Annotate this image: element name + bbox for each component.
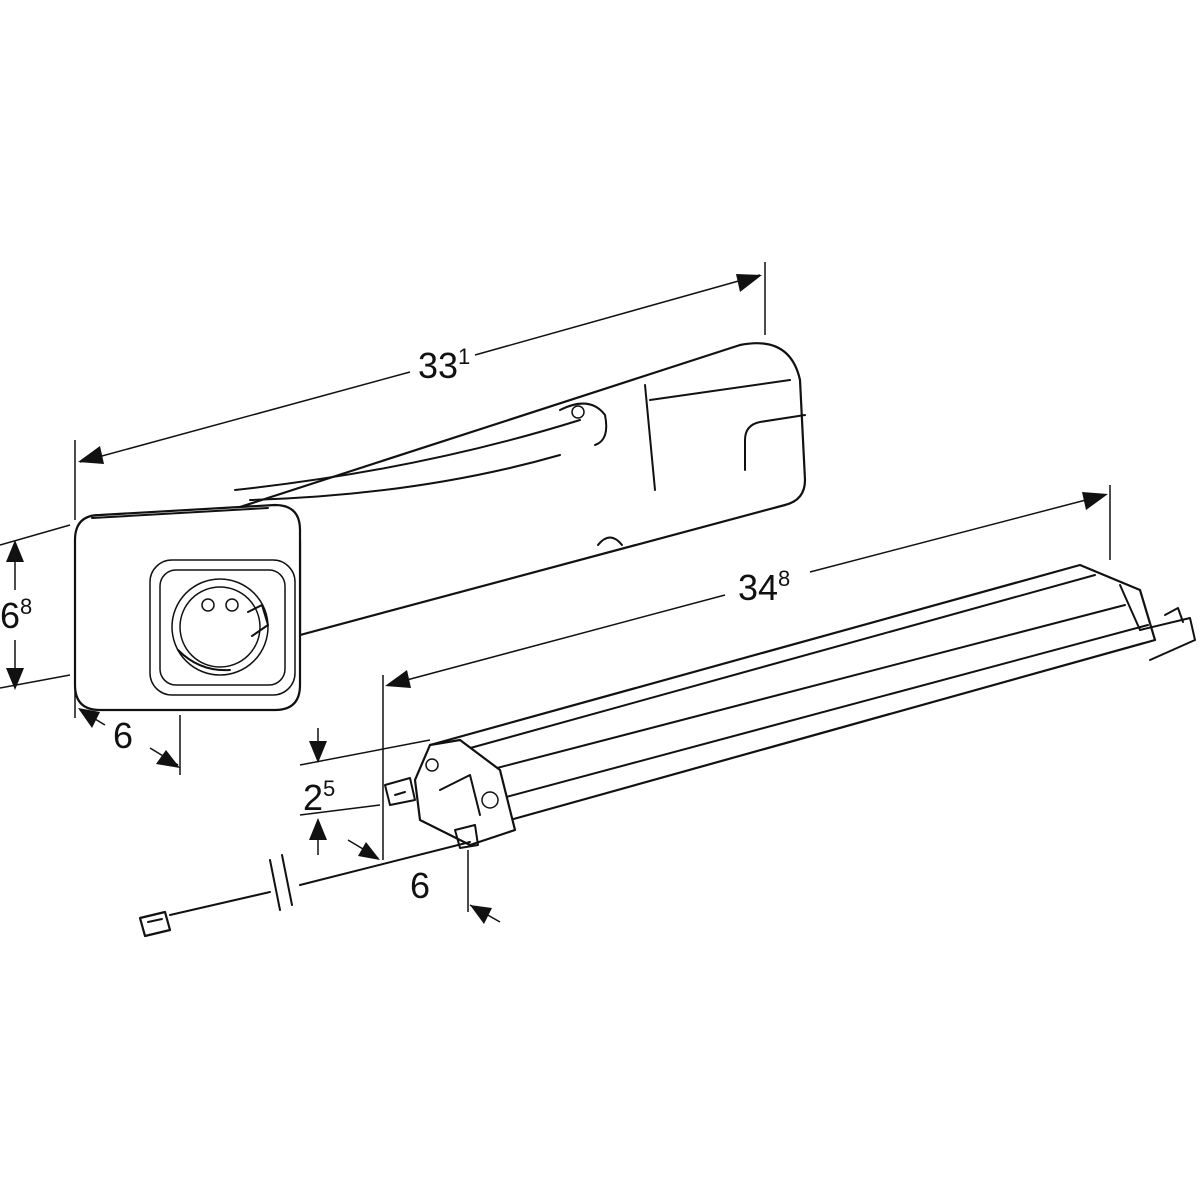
socket-height-label: 68 — [0, 594, 32, 636]
socket-unit — [73, 342, 807, 712]
light-depth-label: 6 — [410, 865, 430, 906]
light-length-label: 348 — [738, 566, 790, 608]
socket-length-label: 331 — [418, 344, 470, 386]
light-height-label: 25 — [303, 776, 335, 818]
socket-depth-label: 6 — [113, 715, 133, 756]
dimension-lines — [0, 262, 1111, 924]
light-bar — [138, 563, 1196, 938]
